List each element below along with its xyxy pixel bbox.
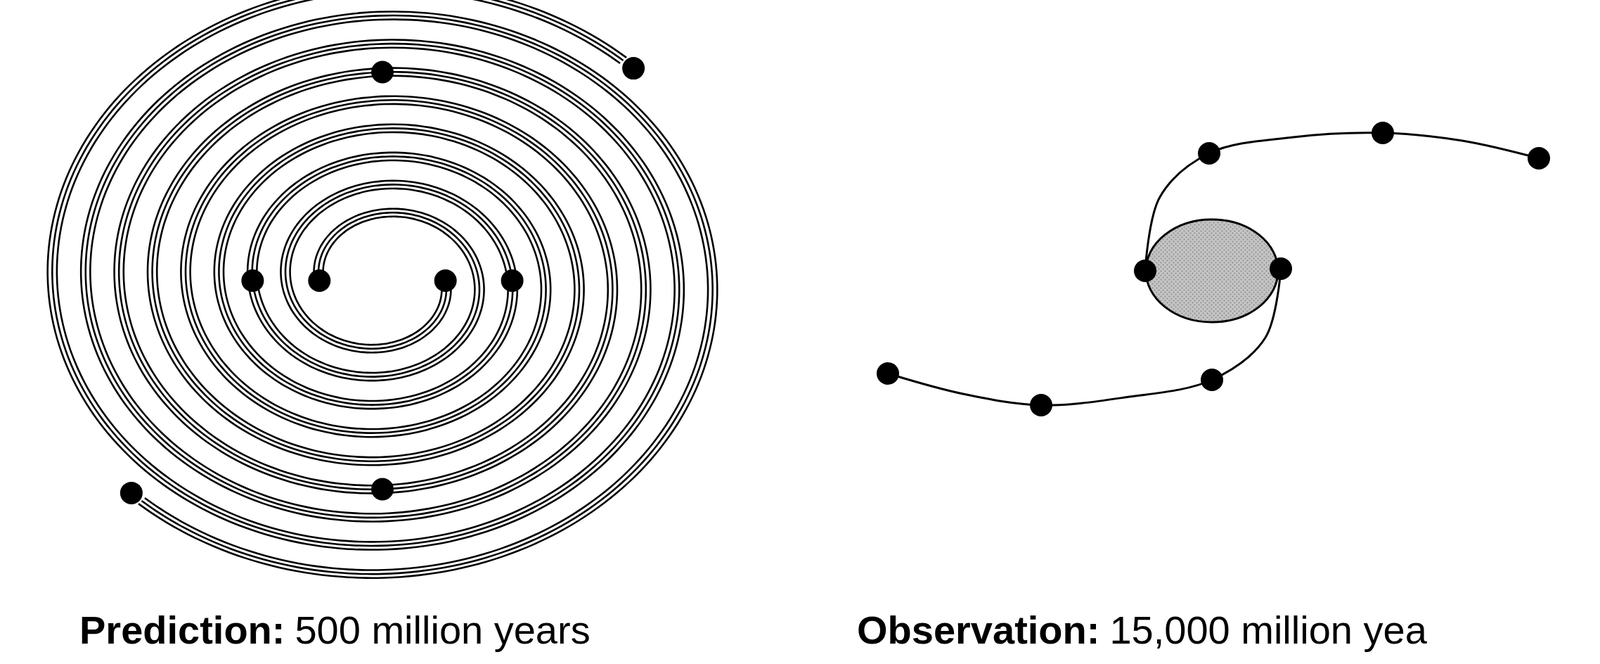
spiral-arm bbox=[47, 0, 685, 550]
star-dot bbox=[1527, 146, 1551, 170]
caption-text: 500 million years bbox=[294, 607, 590, 652]
star-dot bbox=[1197, 142, 1221, 165]
observed-spiral bbox=[876, 121, 1551, 417]
caption-heading: Prediction: bbox=[79, 607, 285, 652]
star-dot bbox=[371, 60, 394, 83]
star-dot bbox=[120, 481, 143, 505]
star-dot bbox=[371, 478, 394, 501]
caption-heading: Observation: bbox=[856, 607, 1100, 652]
spiral-arm bbox=[80, 11, 718, 578]
wound-spiral bbox=[47, 0, 718, 578]
spiral-arm bbox=[52, 0, 680, 546]
star-dot bbox=[434, 269, 457, 292]
star-dot bbox=[1269, 257, 1293, 280]
caption-line: Observation:15,000 million yea bbox=[856, 605, 1437, 654]
star-dot bbox=[307, 269, 331, 292]
caption-text: 15,000 million yea bbox=[1109, 607, 1427, 652]
star-dot bbox=[241, 269, 264, 292]
star-dot bbox=[1133, 259, 1157, 282]
star-dot bbox=[622, 56, 645, 80]
star-dot bbox=[1029, 393, 1053, 417]
caption-line: Prediction:500 million years bbox=[79, 605, 601, 654]
star-dot bbox=[876, 362, 900, 385]
galaxy-core bbox=[1145, 219, 1279, 322]
star-dot bbox=[1371, 121, 1395, 145]
star-dot bbox=[1200, 368, 1224, 391]
star-dot bbox=[501, 269, 524, 292]
